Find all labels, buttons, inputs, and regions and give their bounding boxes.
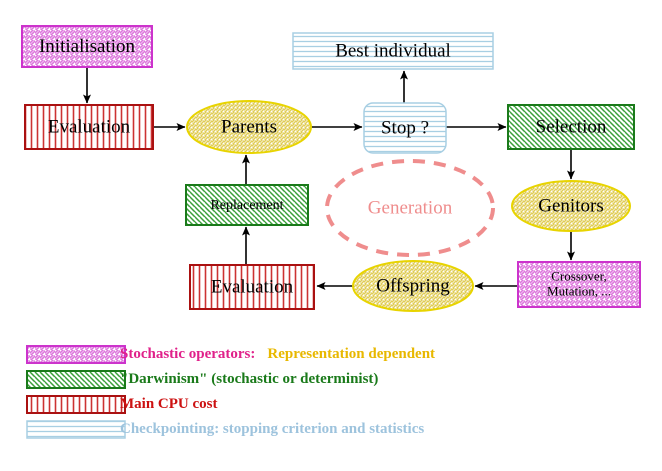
legend-item-darwinism-swatch xyxy=(26,370,126,389)
legend-item-stochastic-operators-swatch xyxy=(26,345,126,364)
node-genitors: Genitors xyxy=(511,180,631,232)
node-evaluation-top-label: Evaluation xyxy=(48,116,131,137)
node-offspring-label: Offspring xyxy=(376,275,450,296)
legend-item-checkpointing: Checkpointing: stopping criterion and st… xyxy=(26,420,424,439)
legend-item-main-cpu-cost-swatch xyxy=(26,395,126,414)
legend-item-darwinism-text: "Darwinism" (stochastic or determinist) xyxy=(120,371,378,387)
legend-item-checkpointing-swatch xyxy=(26,420,126,439)
node-crossover-mutation: Crossover,Mutation, ... xyxy=(517,261,641,308)
node-stop: Stop ? xyxy=(363,102,447,154)
legend-item-checkpointing-text-part-0: Checkpointing: stopping criterion and st… xyxy=(120,421,424,437)
node-initialisation-label: Initialisation xyxy=(39,36,136,57)
node-offspring: Offspring xyxy=(352,260,474,312)
node-crossover-mutation-label-line1: Crossover, xyxy=(551,268,606,283)
node-genitors-shape xyxy=(511,180,631,232)
node-replacement: Replacement xyxy=(185,184,309,226)
node-generation-cycle-label: Generation xyxy=(368,197,453,218)
node-best-individual-shape xyxy=(292,32,494,70)
node-generation-cycle-shape xyxy=(325,159,495,257)
node-replacement-shape xyxy=(185,184,309,226)
node-evaluation-bottom-shape xyxy=(189,264,315,310)
node-parents-shape xyxy=(186,100,312,154)
legend: Stochastic operators: Representation depe… xyxy=(26,345,435,439)
legend-item-darwinism-text-part-0: "Darwinism" (stochastic or determinist) xyxy=(120,371,378,387)
legend-item-stochastic-operators-text-part-1: Representation dependent xyxy=(267,346,435,362)
node-best-individual-label: Best individual xyxy=(335,40,451,61)
node-evaluation-bottom: Evaluation xyxy=(189,264,315,310)
node-offspring-shape xyxy=(352,260,474,312)
node-selection-label: Selection xyxy=(536,116,607,137)
node-initialisation-shape xyxy=(21,25,153,68)
legend-item-main-cpu-cost: Main CPU cost xyxy=(26,395,218,414)
legend-item-stochastic-operators: Stochastic operators: Representation depe… xyxy=(26,345,435,364)
node-replacement-label: Replacement xyxy=(210,198,283,213)
legend-item-main-cpu-cost-text-part-0: Main CPU cost xyxy=(120,396,218,412)
node-evaluation-bottom-label: Evaluation xyxy=(211,276,294,297)
legend-item-checkpointing-text: Checkpointing: stopping criterion and st… xyxy=(120,421,424,437)
node-parents: Parents xyxy=(186,100,312,154)
node-crossover-mutation-shape xyxy=(517,261,641,308)
node-selection: Selection xyxy=(507,104,635,150)
node-generation-cycle: Generation xyxy=(325,159,495,257)
legend-item-main-cpu-cost-text: Main CPU cost xyxy=(120,396,218,412)
node-best-individual: Best individual xyxy=(292,32,494,70)
node-crossover-mutation-label-line2: Mutation, ... xyxy=(547,284,611,299)
edges-layer xyxy=(83,67,575,290)
node-initialisation: Initialisation xyxy=(21,25,153,68)
node-selection-shape xyxy=(507,104,635,150)
legend-item-stochastic-operators-text: Stochastic operators: Representation depe… xyxy=(120,346,435,362)
node-evaluation-top: Evaluation xyxy=(24,104,154,150)
node-parents-label: Parents xyxy=(221,116,277,137)
node-evaluation-top-shape xyxy=(24,104,154,150)
legend-item-darwinism: "Darwinism" (stochastic or determinist) xyxy=(26,370,378,389)
node-stop-label: Stop ? xyxy=(381,117,429,138)
legend-item-stochastic-operators-text-part-0: Stochastic operators: xyxy=(120,346,255,362)
node-genitors-label: Genitors xyxy=(538,195,603,216)
node-stop-shape xyxy=(363,102,447,154)
